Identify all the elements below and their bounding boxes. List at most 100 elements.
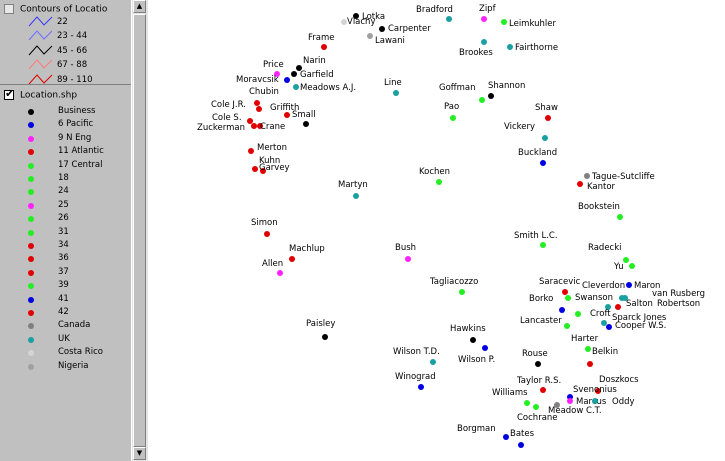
map-point[interactable]: [518, 442, 524, 448]
map-point[interactable]: [277, 270, 283, 276]
scroll-down-arrow-icon[interactable]: ▼: [133, 447, 146, 460]
map-point[interactable]: [341, 19, 347, 25]
map-point[interactable]: [446, 16, 452, 22]
map-point[interactable]: [459, 289, 465, 295]
contour-legend-label: 89 - 110: [57, 74, 93, 85]
map-point[interactable]: [567, 398, 573, 404]
map-point[interactable]: [248, 148, 254, 154]
map-point[interactable]: [321, 44, 327, 50]
map-point[interactable]: [303, 121, 309, 127]
map-point[interactable]: [626, 282, 632, 288]
map-point[interactable]: [584, 173, 590, 179]
map-point[interactable]: [507, 44, 513, 50]
map-point[interactable]: [353, 13, 359, 19]
location-layer-checkbox[interactable]: [4, 87, 14, 100]
map-point[interactable]: [296, 65, 302, 71]
legend-dot-icon: [28, 202, 34, 209]
map-point[interactable]: [617, 214, 623, 220]
map-point[interactable]: [393, 90, 399, 96]
map-point[interactable]: [481, 16, 487, 22]
map-point[interactable]: [533, 404, 539, 410]
map-point[interactable]: [559, 307, 565, 313]
map-point[interactable]: [260, 168, 266, 174]
map-point[interactable]: [540, 387, 546, 393]
map-point[interactable]: [254, 100, 260, 106]
map-point[interactable]: [592, 398, 598, 404]
map-point[interactable]: [540, 160, 546, 166]
map-point[interactable]: [564, 323, 570, 329]
map-point-label: Brookes: [459, 48, 493, 58]
map-point[interactable]: [291, 71, 297, 77]
map-point[interactable]: [622, 295, 628, 301]
map-point[interactable]: [470, 337, 476, 343]
map-point[interactable]: [247, 118, 253, 124]
map-point[interactable]: [554, 402, 560, 408]
map-point[interactable]: [587, 361, 593, 367]
contours-layer-checkbox[interactable]: [4, 4, 14, 14]
map-point[interactable]: [264, 231, 270, 237]
map-point[interactable]: [545, 115, 551, 121]
map-point[interactable]: [256, 106, 262, 112]
map-point[interactable]: [479, 97, 485, 103]
map-point[interactable]: [601, 320, 607, 326]
map-point[interactable]: [293, 84, 299, 90]
map-point[interactable]: [629, 263, 635, 269]
map-point[interactable]: [595, 388, 601, 394]
legend-scrollbar[interactable]: ▲ ▼: [131, 0, 149, 461]
map-point[interactable]: [575, 311, 581, 317]
map-point[interactable]: [535, 361, 541, 367]
map-point-label: Marcus: [576, 397, 606, 407]
map-point[interactable]: [284, 112, 290, 118]
map-point-label: Paisley: [306, 319, 336, 329]
map-point[interactable]: [252, 166, 258, 172]
legend-separator: [0, 84, 131, 85]
map-point[interactable]: [619, 295, 625, 301]
map-point[interactable]: [562, 289, 568, 295]
map-point[interactable]: [606, 324, 612, 330]
map-point[interactable]: [322, 334, 328, 340]
map-point[interactable]: [605, 304, 611, 310]
map-point-label: Vickery: [504, 122, 536, 132]
map-point[interactable]: [367, 33, 373, 39]
map-point[interactable]: [274, 71, 280, 77]
scroll-up-arrow-icon[interactable]: ▲: [133, 0, 146, 13]
map-point[interactable]: [577, 181, 583, 187]
map-point[interactable]: [284, 77, 290, 83]
legend-dot-icon: [28, 149, 34, 156]
map-point[interactable]: [503, 434, 509, 440]
map-point[interactable]: [501, 19, 507, 25]
map-point[interactable]: [418, 384, 424, 390]
map-point[interactable]: [436, 179, 442, 185]
map-point[interactable]: [257, 123, 263, 129]
map-point-label: Saracevic: [539, 277, 581, 287]
map-point-label: Shannon: [488, 81, 526, 91]
map-point-label: Borgman: [457, 424, 496, 434]
map-point[interactable]: [623, 257, 629, 263]
scroll-thumb[interactable]: [133, 14, 146, 447]
map-point[interactable]: [585, 346, 591, 352]
map-point[interactable]: [251, 123, 257, 129]
map-point[interactable]: [482, 345, 488, 351]
map-point[interactable]: [405, 256, 411, 262]
map-point-label: Simon: [251, 218, 278, 228]
map-point[interactable]: [481, 39, 487, 45]
map-point[interactable]: [353, 193, 359, 199]
map-point[interactable]: [524, 400, 530, 406]
map-point[interactable]: [430, 359, 436, 365]
map-point[interactable]: [542, 135, 548, 141]
map-point[interactable]: [615, 304, 621, 310]
map-point[interactable]: [567, 394, 573, 400]
map-point[interactable]: [565, 295, 571, 301]
map-point[interactable]: [540, 242, 546, 248]
map-point[interactable]: [450, 115, 456, 121]
map-point-label: Kuhn: [259, 156, 281, 166]
map-point[interactable]: [379, 26, 385, 32]
contour-legend-label: 23 - 44: [57, 31, 88, 42]
map-point[interactable]: [289, 256, 295, 262]
location-layer-title[interactable]: Location.shp: [4, 87, 77, 101]
location-legend-label: 24: [58, 186, 69, 197]
map-point-label: Cole J.R.: [211, 100, 246, 110]
map-point[interactable]: [488, 93, 494, 99]
contours-layer-title[interactable]: Contours of Locatio: [4, 4, 107, 15]
